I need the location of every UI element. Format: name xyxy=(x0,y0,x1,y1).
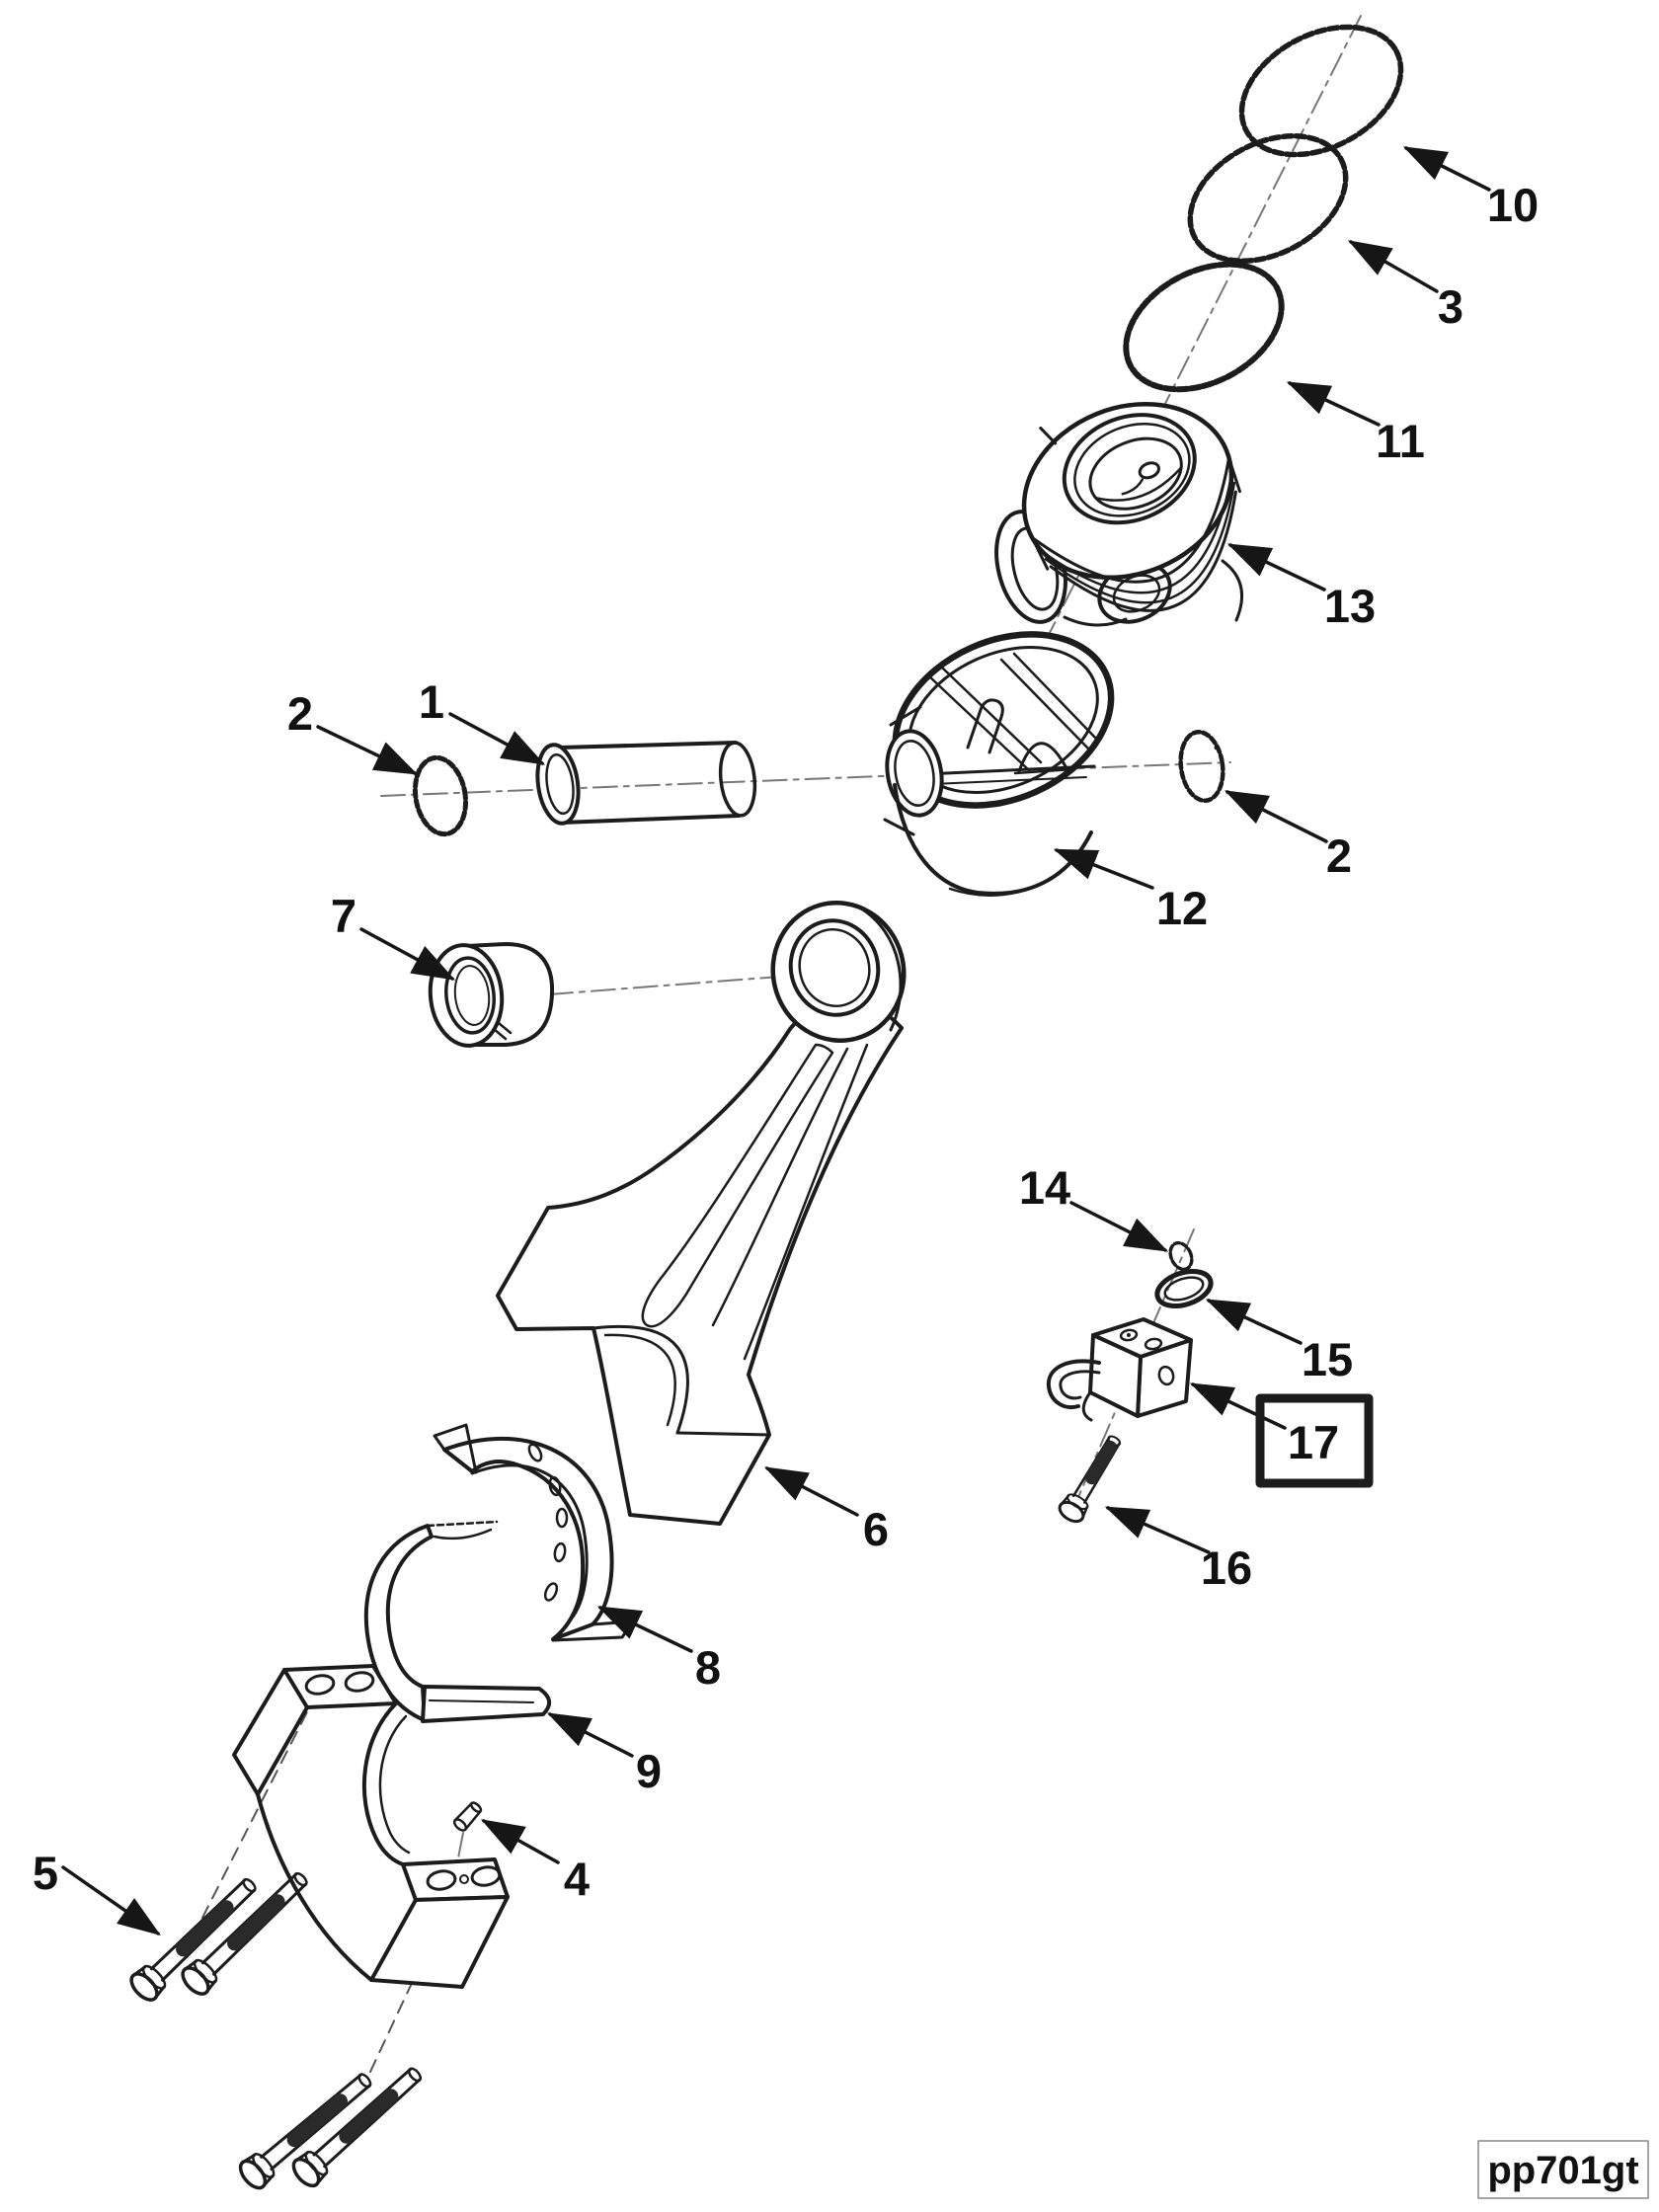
bushing-7-art xyxy=(428,942,555,1048)
callout-8[interactable]: 8 xyxy=(596,1606,721,1694)
snap-ring-2-right-art xyxy=(1178,729,1225,804)
callout-3[interactable]: 3 xyxy=(1347,240,1463,333)
callout-11[interactable]: 11 xyxy=(1286,381,1425,467)
piston-pin-1-art xyxy=(535,741,757,826)
callout-label-14[interactable]: 14 xyxy=(1019,1161,1070,1214)
callout-5[interactable]: 5 xyxy=(33,1847,161,1936)
piston-12-art xyxy=(883,631,1115,897)
callout-15[interactable]: 15 xyxy=(1205,1299,1353,1385)
callout-7[interactable]: 7 xyxy=(331,890,456,981)
snap-ring-2-left-art xyxy=(412,754,469,837)
callout-label-3[interactable]: 3 xyxy=(1438,280,1463,333)
callout-13[interactable]: 13 xyxy=(1226,543,1376,632)
callout-label-7[interactable]: 7 xyxy=(331,890,356,942)
callout-1[interactable]: 1 xyxy=(419,675,546,765)
piston-13-art xyxy=(994,401,1244,627)
o-ring-15-art xyxy=(1154,1268,1214,1309)
callout-17-highlighted[interactable]: 17 xyxy=(1189,1382,1374,1488)
callout-label-2-right[interactable]: 2 xyxy=(1326,830,1352,882)
callout-10[interactable]: 10 xyxy=(1402,146,1539,231)
callout-label-2-left[interactable]: 2 xyxy=(287,687,313,740)
piston-ring-10-art xyxy=(1238,24,1404,158)
callout-label-1[interactable]: 1 xyxy=(419,675,444,728)
callout-2-left[interactable]: 2 xyxy=(287,687,419,775)
footer-part-code: pp701gt xyxy=(1477,2140,1649,2199)
callout-9[interactable]: 9 xyxy=(546,1712,662,1797)
connecting-rod-6-art xyxy=(496,901,907,1526)
callout-label-15[interactable]: 15 xyxy=(1302,1333,1353,1385)
nozzle-bolt-16-art xyxy=(1058,1435,1122,1524)
callout-6[interactable]: 6 xyxy=(763,1466,889,1555)
callout-14[interactable]: 14 xyxy=(1019,1161,1169,1252)
callout-label-4[interactable]: 4 xyxy=(564,1853,590,1905)
retainer-clip-14-art xyxy=(1168,1240,1194,1272)
callout-4[interactable]: 4 xyxy=(480,1819,590,1905)
callout-label-12[interactable]: 12 xyxy=(1156,882,1208,934)
callout-label-9[interactable]: 9 xyxy=(636,1745,662,1797)
cap-bolts-5-art xyxy=(129,1871,423,2190)
bearing-shell-8-art xyxy=(433,1423,635,1642)
callout-label-8[interactable]: 8 xyxy=(695,1641,721,1694)
callout-label-17[interactable]: 17 xyxy=(1288,1416,1339,1468)
bearing-shell-9-art xyxy=(363,1520,551,1723)
callout-label-13[interactable]: 13 xyxy=(1324,580,1376,632)
callout-label-16[interactable]: 16 xyxy=(1201,1541,1252,1594)
callout-16[interactable]: 16 xyxy=(1104,1506,1252,1594)
highlight-box-17[interactable] xyxy=(1255,1393,1374,1488)
callout-label-10[interactable]: 10 xyxy=(1487,179,1539,231)
piston-ring-3-art xyxy=(1187,133,1349,264)
callouts: 1 2 2 3 4 5 6 7 xyxy=(33,146,1539,1936)
callout-label-5[interactable]: 5 xyxy=(33,1847,58,1899)
rod-cap-art xyxy=(232,1664,510,1989)
footer-code-box xyxy=(1477,2140,1649,2199)
callout-label-6[interactable]: 6 xyxy=(863,1503,889,1555)
callout-label-11[interactable]: 11 xyxy=(1376,415,1425,467)
piston-ring-11-art xyxy=(1123,261,1285,393)
footer-code-text: pp701gt xyxy=(1487,2149,1638,2192)
piston-cooling-nozzle-17-art xyxy=(1046,1317,1193,1422)
dowel-pin-4-art xyxy=(452,1801,483,1832)
callout-2-right[interactable]: 2 xyxy=(1224,790,1352,882)
callout-12[interactable]: 12 xyxy=(1053,848,1208,934)
